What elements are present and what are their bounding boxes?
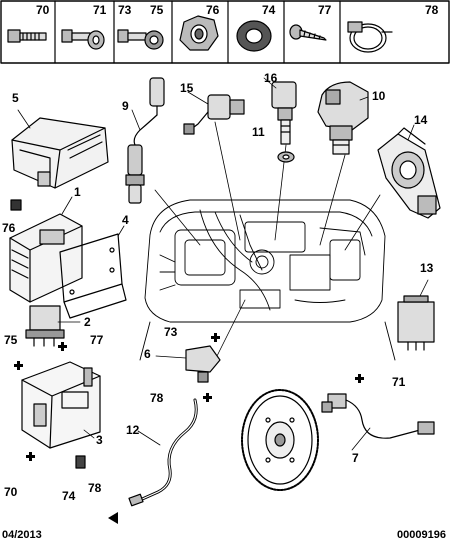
header-num-74: 74	[262, 3, 276, 17]
marker-star	[26, 452, 35, 461]
callout-14: 14	[414, 113, 428, 127]
callout-2: 2	[84, 315, 91, 329]
nut-icon	[179, 15, 219, 51]
callout-74: 74	[62, 489, 76, 503]
header-num-76: 76	[206, 3, 220, 17]
callout-7: 7	[352, 451, 359, 465]
header-num-78: 78	[425, 3, 439, 17]
washer-icon	[236, 20, 272, 52]
part-13-relay	[397, 295, 435, 351]
part-4-bracket	[59, 233, 127, 319]
marker-triangle	[108, 512, 118, 524]
hose-clamp-icon	[347, 21, 393, 53]
callout-12: 12	[126, 423, 140, 437]
bolt-icon	[7, 29, 47, 43]
footer-date: 04/2013	[2, 529, 42, 541]
callout-1: 1	[74, 185, 81, 199]
part-1-ecu	[9, 213, 83, 303]
part-9-lambda-sensor	[125, 77, 165, 204]
part-7-crank-sensor	[321, 393, 435, 439]
callout-9: 9	[122, 99, 129, 113]
screw-icon	[289, 24, 327, 41]
callout-71: 71	[392, 375, 406, 389]
part-6-sensor	[185, 345, 221, 383]
bolt-washer-icon	[61, 29, 105, 50]
part-2-relay	[25, 305, 65, 347]
header-num-77: 77	[318, 3, 332, 17]
marker-stars	[14, 333, 364, 524]
part-12-hose	[128, 398, 198, 507]
callout-leaders	[17, 77, 429, 451]
callout-16: 16	[264, 71, 278, 85]
part-14-pedal-sensor	[377, 127, 441, 219]
header-num-71: 71	[93, 3, 107, 17]
marker-star	[203, 393, 212, 402]
header-strip	[0, 0, 450, 64]
part-5-ecu-cover	[11, 117, 109, 189]
callout-5: 5	[12, 91, 19, 105]
part-7-flywheel	[241, 389, 319, 491]
bolt-spacer-icon	[117, 29, 164, 50]
part-11-o-ring	[277, 151, 295, 163]
callout-3: 3	[96, 433, 103, 447]
marker-star	[58, 342, 67, 351]
header-num-73: 73	[118, 3, 132, 17]
footer-code: 00009196	[397, 529, 446, 541]
callout-73: 73	[164, 325, 178, 339]
marker-star	[211, 333, 220, 342]
callout-6: 6	[144, 347, 151, 361]
part-74-washer	[75, 455, 86, 469]
callout-75: 75	[4, 333, 18, 347]
engine-bay	[139, 199, 396, 361]
leader-lines	[154, 121, 381, 371]
marker-star	[14, 361, 23, 370]
callout-10: 10	[372, 89, 386, 103]
marker-star	[355, 374, 364, 383]
part-16-sensor	[271, 81, 297, 145]
callout-15: 15	[180, 81, 194, 95]
callout-4: 4	[122, 213, 129, 227]
callout-77: 77	[90, 333, 104, 347]
header-num-70: 70	[36, 3, 50, 17]
callout-13: 13	[420, 261, 434, 275]
callout-78-upper: 78	[150, 391, 164, 405]
part-3-relay-holder	[21, 361, 101, 449]
header-num-75: 75	[150, 3, 164, 17]
callout-78-lower: 78	[88, 481, 102, 495]
callout-11: 11	[252, 125, 265, 139]
part-15-sensor	[183, 94, 245, 135]
part-10-actuator	[317, 81, 369, 155]
callout-76: 76	[2, 221, 16, 235]
callout-70: 70	[4, 485, 18, 499]
part-76-nut	[10, 199, 22, 211]
